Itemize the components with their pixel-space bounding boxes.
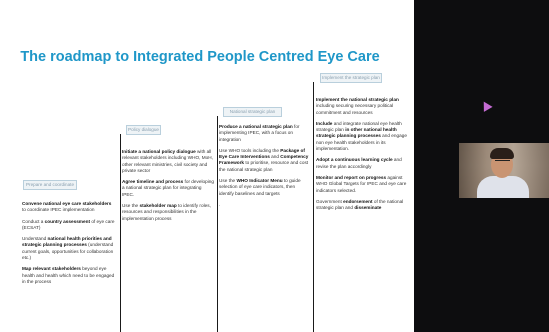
column-divider-3 — [313, 82, 314, 332]
col1-item: Understand national health priorities an… — [22, 236, 114, 261]
column-divider-1 — [120, 134, 121, 332]
presentation-slide: The roadmap to Integrated People Centred… — [20, 49, 410, 332]
step-implement-strategic-plan: Implement the strategic plan — [320, 73, 382, 83]
participant-hair — [490, 148, 514, 159]
col4-item: Adopt a continuous learning cycle and re… — [316, 157, 402, 169]
column-policy: Initiate a national policy dialogue with… — [122, 149, 214, 227]
column-strategic-plan: Produce a national strategic plan for im… — [219, 124, 311, 213]
col3-item: . — [219, 201, 221, 207]
step-national-strategic-plan: National strategic plan — [223, 107, 282, 117]
col1-item: Conduct a country assessment of eye care… — [22, 218, 115, 230]
col2-item: Initiate a national policy dialogue with… — [122, 149, 213, 173]
column-divider-2 — [217, 116, 218, 332]
col4-item: Government endorsement of the national s… — [316, 198, 404, 211]
col1-item: Convene national eye care stakeholders t… — [22, 201, 112, 213]
col4-item: Include and integrate national eye healt… — [316, 120, 407, 152]
step-prepare-and-coordinate: Prepare and coordinate — [23, 180, 77, 190]
slide-title: The roadmap to Integrated People Centred… — [20, 49, 380, 65]
col4-item: Monitor and report on progress against W… — [316, 174, 407, 193]
col3-item: Produce a national strategic plan for im… — [219, 124, 300, 142]
col2-item: Use the stakeholder map to identify role… — [122, 203, 211, 221]
col1-item: Map relevant stakeholders beyond eye hea… — [22, 266, 115, 284]
participant-shirt — [477, 176, 529, 198]
step-policy-dialogue: Policy dialogue — [126, 125, 161, 135]
col3-item: Use the WHO Indicator Menu to guide sele… — [219, 178, 301, 196]
column-prepare: Convene national eye care stakeholders t… — [22, 201, 116, 290]
col4-item: Implement the national strategic plan in… — [316, 97, 399, 115]
participant-video-tile[interactable] — [459, 143, 549, 198]
participant-glasses — [495, 160, 510, 164]
column-implement: Implement the national strategic plan in… — [316, 97, 410, 216]
col2-item: Agree timeline and process for developin… — [122, 179, 214, 197]
col3-item: Use WHO tools including the Package of E… — [219, 147, 309, 172]
